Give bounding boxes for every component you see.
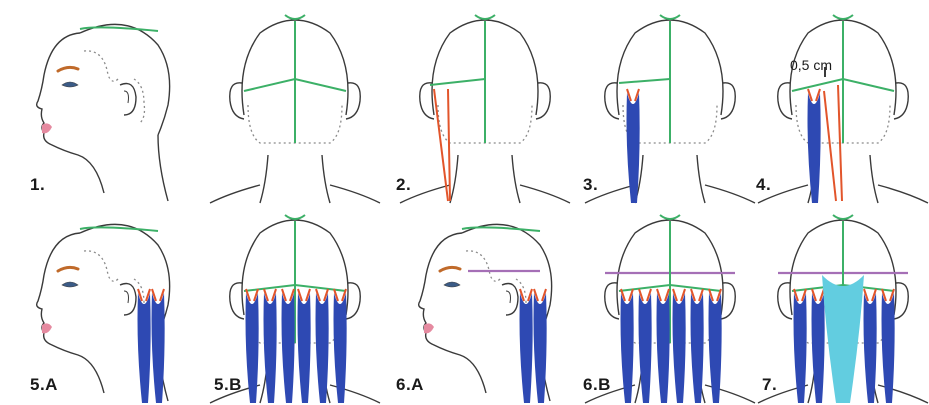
panel-3: 2.	[390, 5, 570, 205]
step-label-6b: 6.B	[583, 375, 611, 395]
panel-9: 6.B	[575, 205, 755, 405]
eyebrow	[440, 267, 460, 271]
hairline-dotted	[84, 51, 145, 123]
strand-2	[264, 293, 277, 403]
shoulder-outline	[400, 185, 570, 203]
side-strand-2	[152, 293, 165, 403]
lips	[424, 323, 434, 333]
side-strand-1	[520, 293, 533, 403]
head-back-view	[575, 5, 755, 205]
horizontal-parting	[430, 79, 485, 85]
horizontal-parting	[619, 79, 670, 83]
strand-1	[621, 293, 634, 403]
step-label-5b: 5.B	[214, 375, 242, 395]
head-back-view	[390, 5, 570, 205]
shoulder-outline	[758, 185, 928, 203]
strand-3	[657, 293, 670, 403]
shoulder-outline	[210, 185, 380, 203]
panel-7: 5.B	[200, 205, 380, 405]
head-back-view	[748, 5, 928, 205]
step-label-7: 7.	[762, 375, 777, 395]
strand-4	[298, 293, 311, 403]
face-profile	[419, 233, 486, 393]
shoulder-outline	[585, 185, 755, 203]
ear-inner	[506, 291, 511, 303]
face-profile	[37, 33, 104, 193]
lips	[42, 123, 52, 133]
strand-5	[691, 293, 704, 403]
panel-2	[200, 5, 380, 205]
strand-1	[794, 293, 807, 403]
eye	[444, 282, 460, 287]
side-strand-1	[138, 293, 151, 403]
neck-outline	[450, 155, 520, 203]
step-label-3: 3.	[583, 175, 598, 195]
face-profile	[37, 233, 104, 393]
strand-2	[639, 293, 652, 403]
back-neck-outline	[158, 135, 168, 201]
head-back-view	[200, 5, 380, 205]
eye	[62, 282, 78, 287]
eye	[62, 82, 78, 87]
strand-4	[673, 293, 686, 403]
panel-4: 3.	[575, 5, 755, 205]
strand-3	[282, 293, 295, 403]
top-section-line	[462, 227, 540, 231]
skull-outline	[80, 24, 170, 135]
top-section-line	[80, 227, 158, 231]
neck-outline	[260, 155, 330, 203]
ear-inner	[124, 91, 129, 103]
panel-6: 5.A	[8, 205, 188, 405]
neck-outline	[635, 155, 705, 203]
step-label-2: 2.	[396, 175, 411, 195]
strand-1	[246, 293, 259, 403]
top-section-line	[80, 27, 158, 31]
eyebrow	[58, 67, 78, 71]
center-cyan-strand	[822, 275, 864, 403]
strand-3	[864, 293, 877, 403]
panel-5: 4. 0,5 cm	[748, 5, 928, 205]
panel-1: 1.	[8, 5, 188, 205]
step-label-5a: 5.A	[30, 375, 58, 395]
measurement-note: 0,5 cm	[790, 57, 832, 73]
strand-2	[812, 293, 825, 403]
step-label-4: 4.	[756, 175, 771, 195]
hairline-dotted	[84, 251, 145, 323]
first-red-partings	[434, 89, 450, 201]
ear-inner	[124, 291, 129, 303]
panel-10: 7.	[748, 205, 928, 405]
panel-8: 6.A	[390, 205, 570, 405]
hairline-dotted	[466, 251, 527, 323]
strand-5	[316, 293, 329, 403]
eyebrow	[58, 267, 78, 271]
step-label-1: 1.	[30, 175, 45, 195]
lips	[42, 323, 52, 333]
side-strand-2	[534, 293, 547, 403]
step-label-6a: 6.A	[396, 375, 424, 395]
strand-1	[808, 93, 821, 203]
